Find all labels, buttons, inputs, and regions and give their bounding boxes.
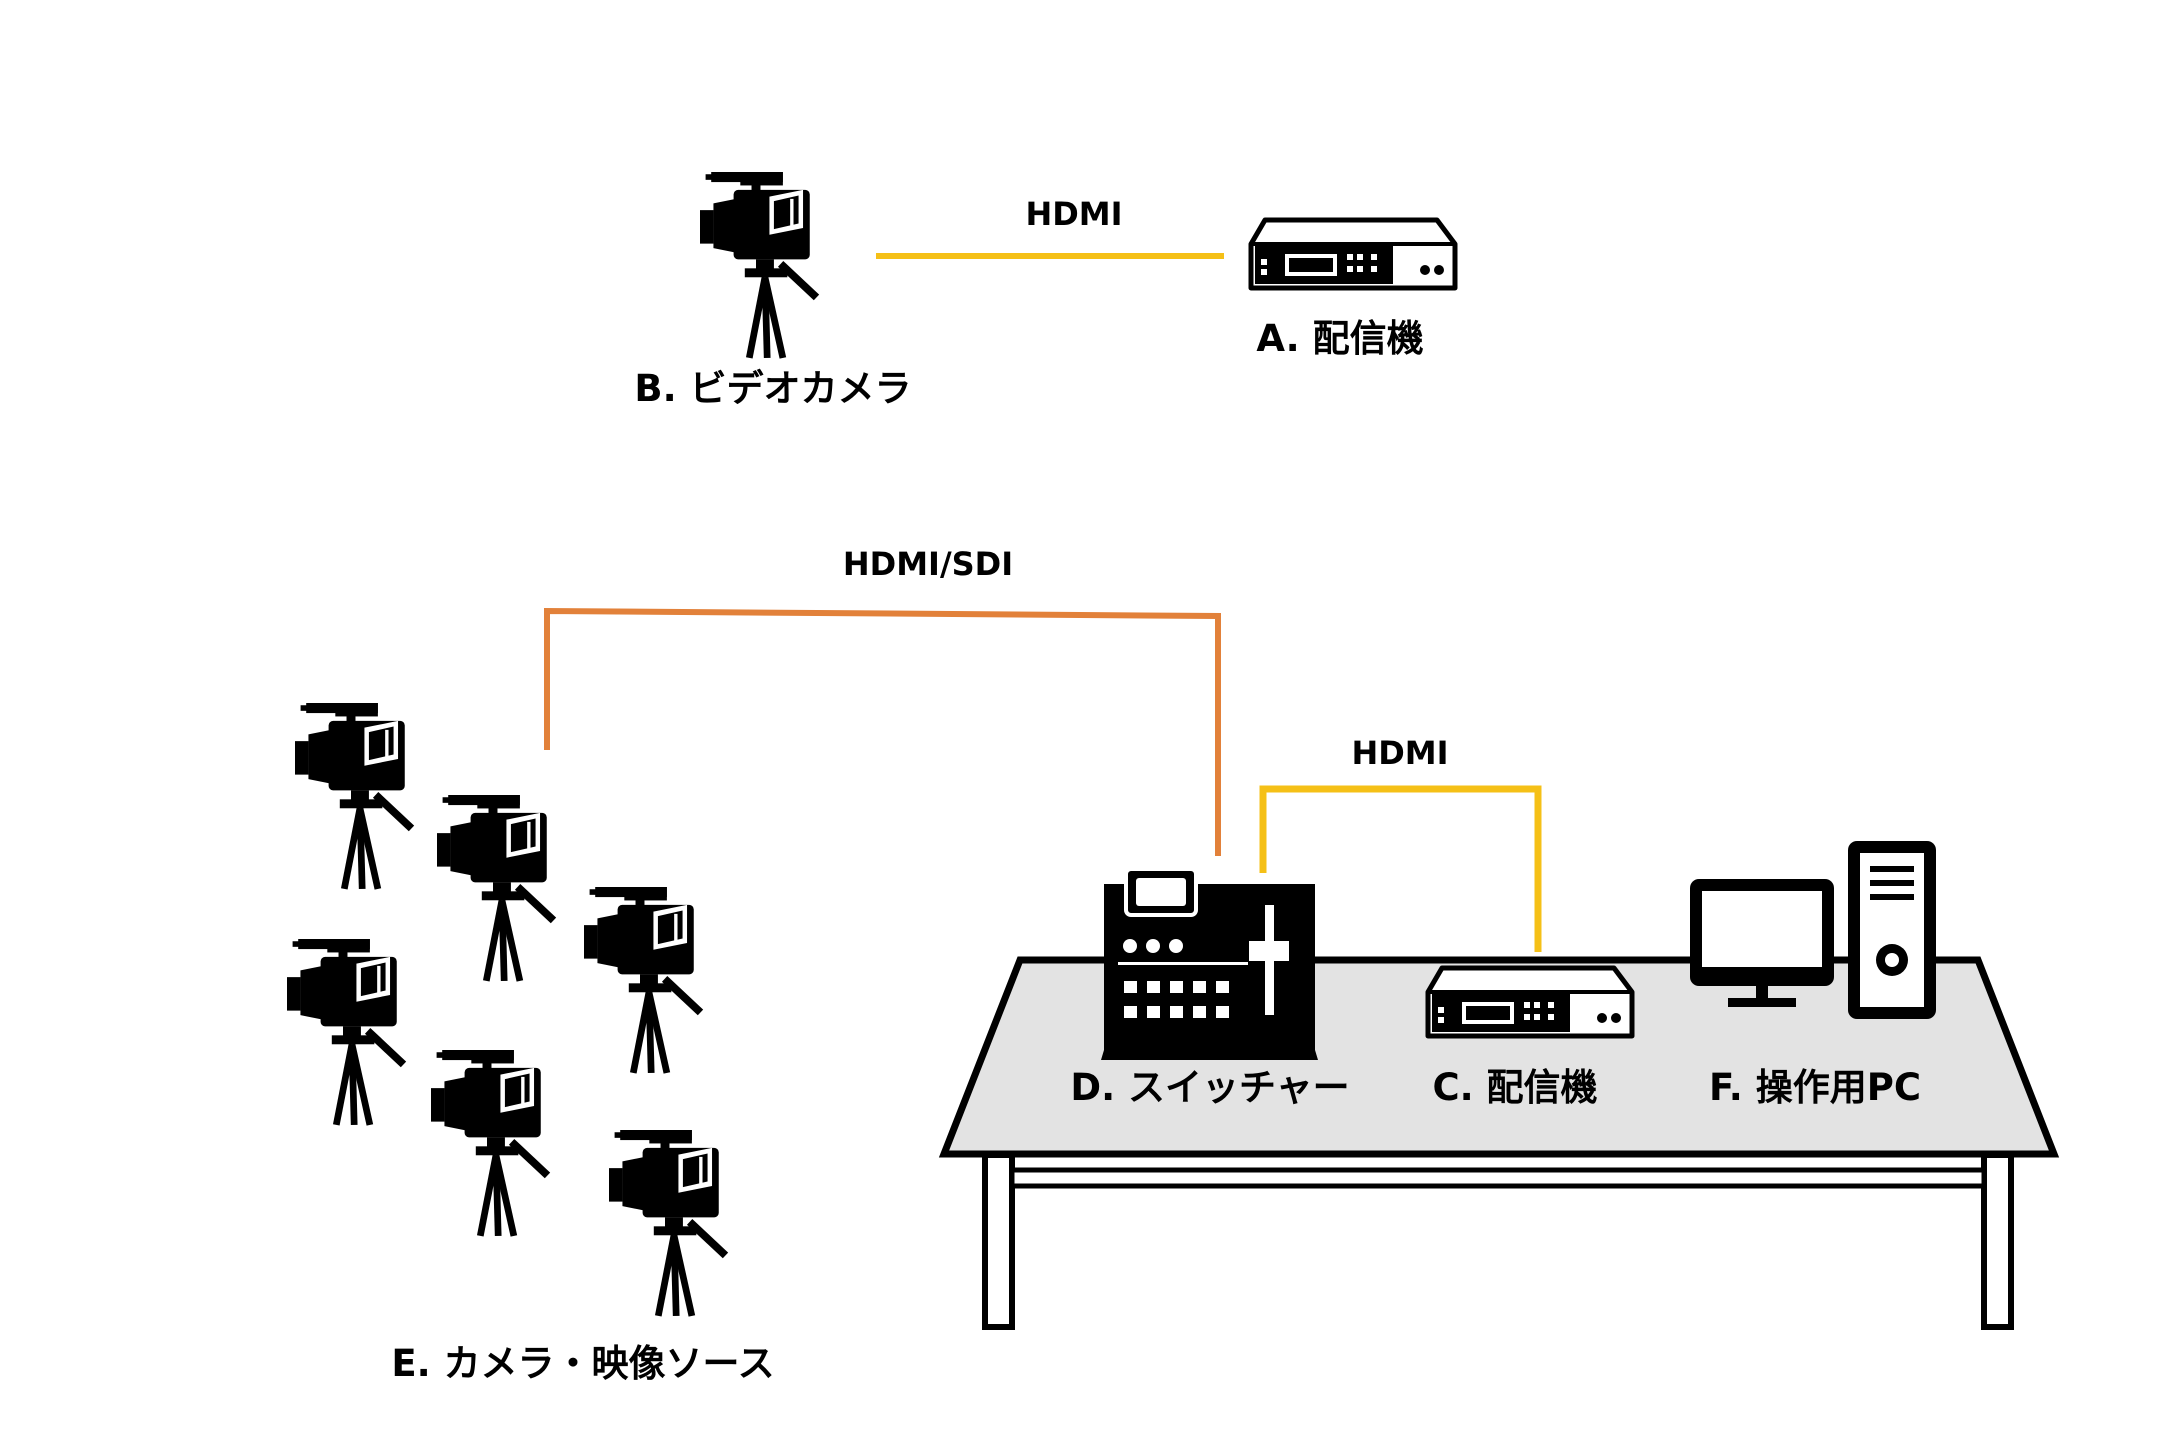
top-camera-label: B. ビデオカメラ bbox=[634, 367, 911, 410]
bottom-encoder-icon bbox=[1428, 968, 1632, 1036]
top-hdmi-label: HDMI bbox=[1025, 195, 1122, 233]
top-camera-icon bbox=[700, 172, 816, 358]
top-encoder-icon bbox=[1251, 220, 1455, 288]
top-encoder-label: A. 配信機 bbox=[1256, 317, 1423, 360]
bottom-hdmi-label: HDMI bbox=[1351, 734, 1448, 772]
sdi-cable-label: HDMI/SDI bbox=[843, 545, 1013, 583]
sdi-cable bbox=[544, 607, 1221, 856]
camera-icon bbox=[609, 1130, 725, 1316]
hdmi-cable-line bbox=[1259, 785, 1542, 952]
sdi-cable-line bbox=[544, 607, 1221, 856]
bottom-hdmi-cable bbox=[1259, 785, 1542, 952]
desk-icon bbox=[938, 956, 2060, 1330]
pc-label: F. 操作用PC bbox=[1709, 1066, 1921, 1109]
switcher-icon bbox=[1101, 867, 1318, 1060]
cameras-label: E. カメラ・映像ソース bbox=[391, 1342, 774, 1385]
camera-icon bbox=[584, 887, 700, 1073]
camera-icon bbox=[431, 1050, 547, 1236]
camera-icon bbox=[295, 703, 411, 889]
bottom-encoder-label: C. 配信機 bbox=[1432, 1066, 1597, 1109]
switcher-label: D. スイッチャー bbox=[1070, 1066, 1349, 1109]
desktop-pc-icon bbox=[1690, 841, 1936, 1019]
camera-icon bbox=[437, 795, 553, 981]
camera-icon bbox=[287, 939, 403, 1125]
